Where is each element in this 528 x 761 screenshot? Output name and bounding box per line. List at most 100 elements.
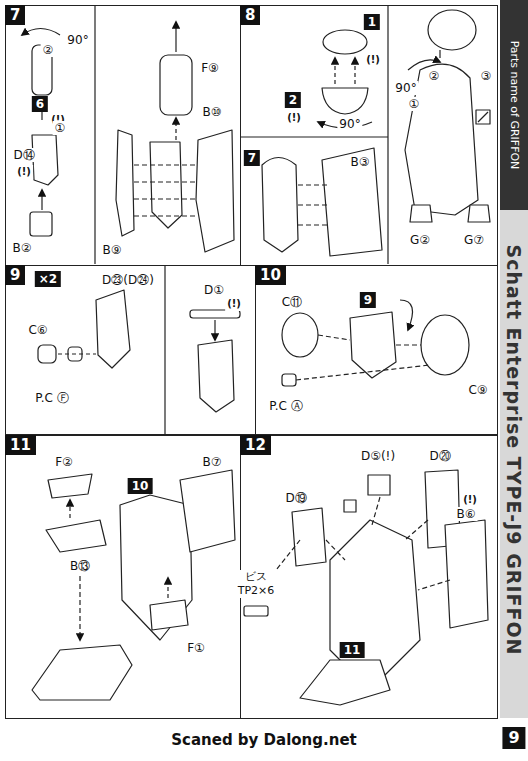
part-label: B⑨ [101,243,124,257]
part-d23 [96,290,130,368]
part-label: ③ [479,69,494,83]
step-reference: 6 [32,96,48,112]
dash-guide [58,353,96,354]
dash-guide [69,500,70,518]
part-f2 [48,474,92,498]
part-label: P.C Ⓕ [33,391,70,405]
part-label: P.C Ⓐ [267,399,304,413]
rotate-arrow [400,300,413,330]
cut-icon-slash [478,112,488,122]
arrow [175,22,176,52]
part-b3 [322,148,382,256]
assembly-9 [350,312,396,378]
part-c6 [38,345,56,363]
part-label: B② [11,241,34,255]
divider [387,6,388,264]
part-label: ② [41,43,56,57]
part-label: G② [408,233,432,247]
part-label: B③ [349,155,372,169]
caution-mark: (!) [461,493,479,507]
step-number: 10 [255,265,286,285]
step-number: 9 [5,265,25,285]
rotate-arrow [22,29,60,36]
step-panel: 8 [240,5,498,266]
arm [198,340,234,412]
part-d1 [190,310,240,318]
part-label: F① [185,641,207,655]
part-label: B⑥ [455,507,478,521]
part-b9 [116,130,134,236]
inner-frame [150,142,182,228]
divider [241,136,388,137]
part-f1 [150,600,188,630]
screw-icon [244,606,268,616]
model-title: Schatt Enterprise TYPE-J9 GRIFFON [507,243,521,658]
side-heading: Parts name of GRIFFON [507,39,521,172]
part-label: B⑬ [68,559,92,573]
caution-mark: (!) [285,111,303,125]
part-label: D㉓(D㉔) [100,273,156,287]
part-g2 [410,205,432,222]
part-label: D⑤(!) [359,449,397,463]
caution-mark: (!) [364,53,382,67]
part-label: ① [53,121,68,135]
foot [32,645,132,700]
part-label: D① [202,283,226,297]
part-c11 [282,313,318,357]
assembly-10 [120,495,192,640]
caution-mark: (!) [15,165,33,179]
step-reference: 10 [128,478,153,494]
poly-cap [282,374,296,386]
step-number: 11 [5,435,36,455]
part-f9 [160,55,192,115]
part-b10 [196,130,234,252]
screw-note: ビス TP2×6 [232,570,280,598]
step-number: 12 [240,435,271,455]
step-reference: 9 [360,292,376,308]
joint [439,50,440,58]
part-label: 90° [65,33,90,47]
part-b6 [445,520,488,628]
step-number: 8 [240,5,260,25]
step-reference: 2 [285,92,301,108]
part-label: G⑦ [462,233,486,247]
part-label: 90° [393,81,418,95]
part-label: ② [427,69,442,83]
step-reference: 7 [244,150,260,166]
page-number: 9 [502,727,525,749]
arrow [41,190,42,210]
part-label: D⑭ [11,148,36,162]
side-band [500,0,528,718]
part-label: 90° [337,117,362,131]
part-c9 [421,315,469,375]
step-reference: 1 [364,14,380,30]
part-label: C⑥ [26,323,49,337]
part-d19 [292,508,326,566]
step-number: 7 [5,5,25,25]
step-reference: ×2 [35,271,61,287]
part-label: D⑲ [283,491,308,505]
divider [94,6,95,264]
arrow [214,320,215,340]
step-panel: 11 [5,435,241,719]
part-label: C⑪ [280,295,304,309]
step-reference: 11 [340,642,365,658]
part-label: F⑨ [199,61,221,75]
caution-mark: (!) [225,297,243,311]
part-label: F② [53,455,75,469]
watermark: Scaned by Dalong.net [169,733,359,747]
divider [164,266,165,434]
part-d5 [368,475,390,495]
assembly-7 [262,158,298,253]
part-b7 [180,470,235,552]
foot [300,660,390,705]
pin-icon [344,500,356,512]
part-b2 [30,212,52,236]
part-label: C⑨ [466,383,489,397]
cut-icon [476,110,490,124]
part-label: ① [407,97,422,111]
side-band-dark [500,0,528,210]
